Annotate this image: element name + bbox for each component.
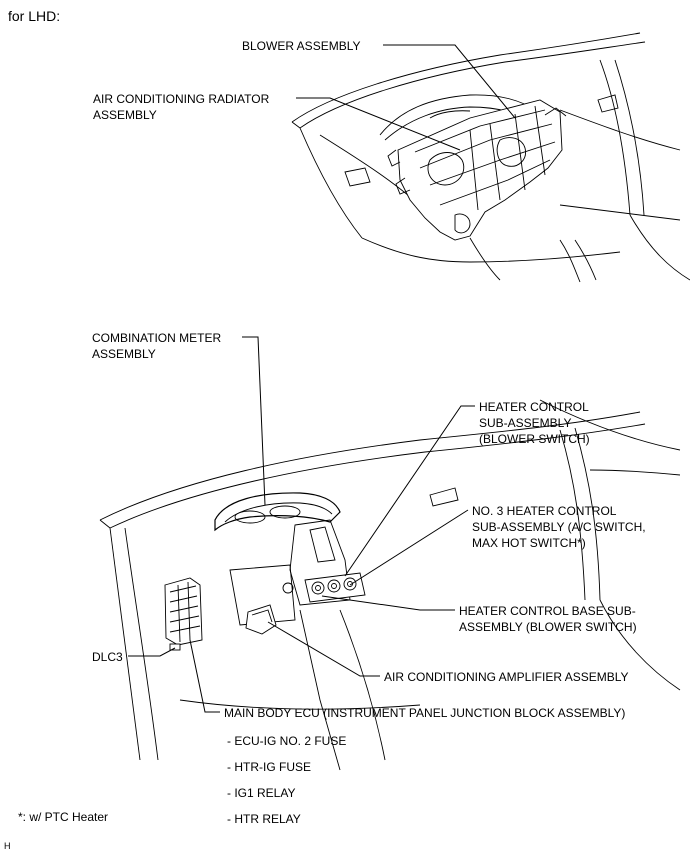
label-heater-control: HEATER CONTROL SUB-ASSEMBLY (BLOWER SWIT… [479,400,590,446]
label-main-body-ecu: MAIN BODY ECU (INSTRUMENT PANEL JUNCTION… [224,706,626,720]
page-title: for LHD: [8,8,61,24]
corner-mark: H [4,841,11,851]
top-dashboard-drawing [291,32,690,283]
footnote: *: w/ PTC Heater [18,810,109,824]
bottom-dashboard-drawing [99,399,681,771]
label-combination-meter: COMBINATION METER ASSEMBLY [92,331,222,361]
label-ac-amplifier: AIR CONDITIONING AMPLIFIER ASSEMBLY [384,670,629,684]
ecu-item: - HTR RELAY [227,812,301,826]
ecu-item: - IG1 RELAY [227,786,296,800]
label-no3-heater-control: NO. 3 HEATER CONTROL SUB-ASSEMBLY (A/C S… [472,504,646,550]
label-dlc3: DLC3 [92,650,123,664]
label-heater-control-base: HEATER CONTROL BASE SUB- ASSEMBLY (BLOWE… [459,604,637,634]
ecu-item: - HTR-IG FUSE [227,760,311,774]
label-blower-assembly: BLOWER ASSEMBLY [242,39,361,53]
ecu-item: - ECU-IG NO. 2 FUSE [227,734,347,748]
label-radiator-assembly: AIR CONDITIONING RADIATOR ASSEMBLY [93,92,270,122]
